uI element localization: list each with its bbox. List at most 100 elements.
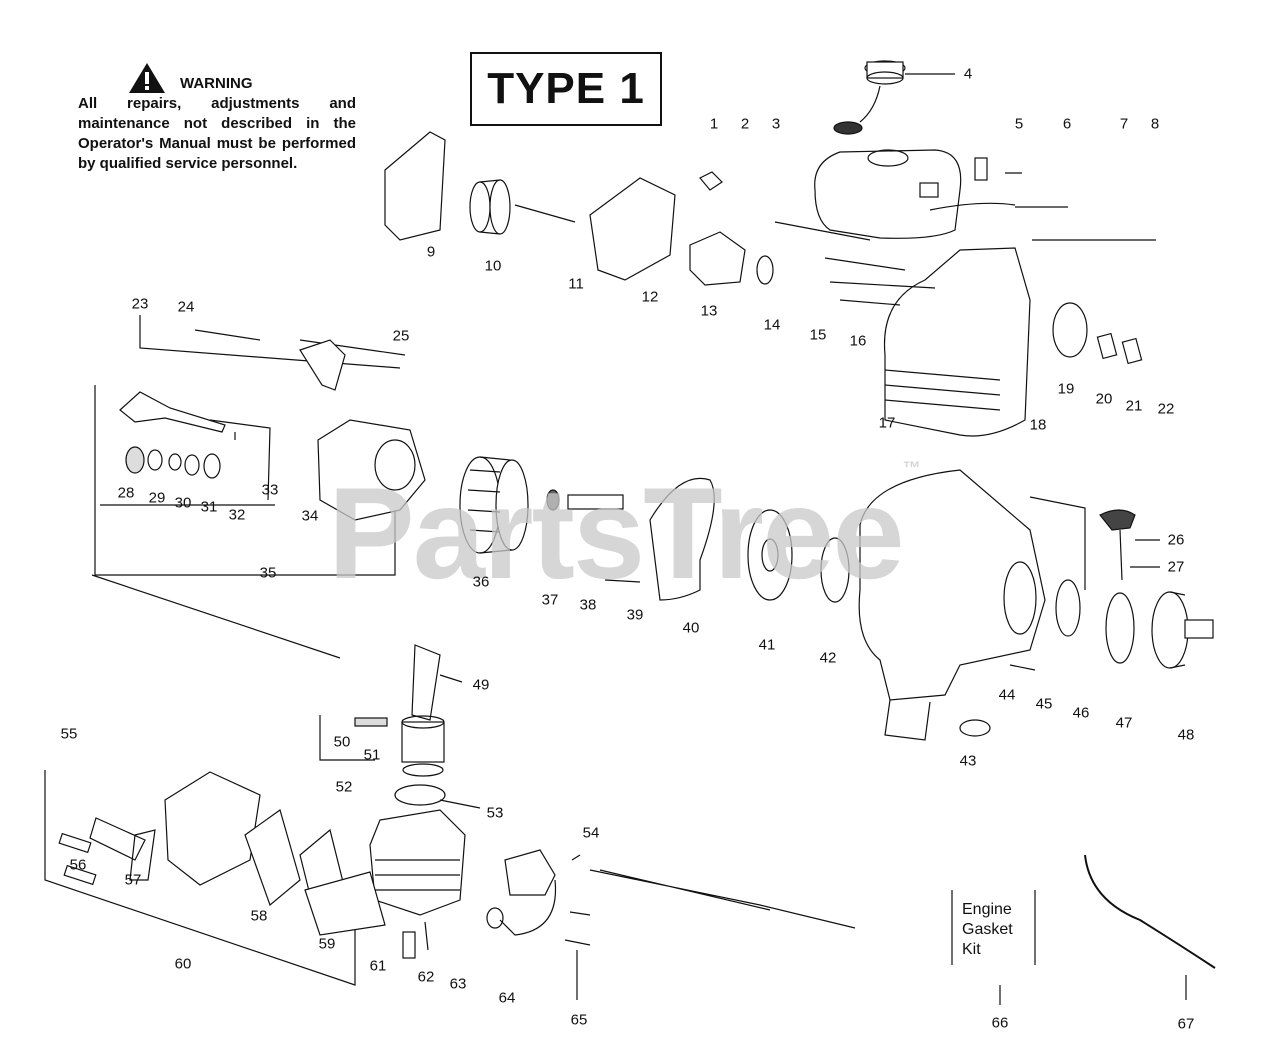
part-number: 2 [740, 115, 750, 133]
part-number: 40 [682, 619, 700, 637]
part-number: 34 [301, 507, 319, 525]
part-number: 18 [1029, 416, 1047, 434]
part-number: 24 [177, 298, 195, 316]
part-number: 64 [498, 989, 516, 1007]
cylinder-52-drawing [369, 809, 466, 916]
part-number: 42 [819, 649, 837, 667]
part-number: 17 [878, 414, 896, 432]
part-number: 31 [200, 498, 218, 516]
warning-text: All repairs, adjustments and maintenance… [78, 95, 356, 172]
crankcase-34-drawing [317, 419, 426, 521]
part-number: 30 [174, 494, 192, 512]
part-number: 63 [449, 975, 467, 993]
part-number: 43 [959, 752, 977, 770]
part-number: 11 [568, 275, 584, 293]
part-number: 54 [582, 824, 600, 842]
part-number: 41 [758, 636, 776, 654]
part-number: 33 [261, 481, 279, 499]
crankshaft-33-drawing [119, 391, 271, 501]
part-number: 50 [333, 733, 351, 751]
carburetor-13-drawing [689, 231, 746, 286]
part-number: 26 [1167, 531, 1185, 549]
plate-12-drawing [589, 177, 676, 281]
warning-block: WARNING All repairs, adjustments and mai… [78, 62, 356, 174]
part-number: 25 [392, 327, 410, 345]
watermark-text: PartsTree [328, 460, 905, 606]
engine-gasket-kit-label: Engine Gasket Kit [962, 900, 1013, 960]
part-number: 51 [363, 746, 381, 764]
bracket-25-drawing [299, 339, 346, 391]
connecting-rod-49-drawing [411, 644, 441, 721]
part-number: 58 [250, 907, 268, 925]
warning-triangle-icon [129, 63, 165, 93]
flywheel-36-drawing [459, 456, 529, 554]
part-number: 61 [369, 957, 387, 975]
part-number: 4 [963, 65, 973, 83]
part-number: 15 [809, 326, 827, 344]
part-number: 55 [60, 725, 78, 743]
fuel-cap-drawing [833, 60, 906, 135]
part-number: 45 [1035, 695, 1053, 713]
kit-label-line-2: Gasket [962, 921, 1013, 938]
bearings-28-32-drawing [125, 446, 221, 479]
shroud-40-drawing [649, 477, 715, 601]
part-number: 57 [124, 871, 142, 889]
trademark-mark: ™ [902, 458, 921, 478]
part-number: 23 [131, 295, 149, 313]
part-number: 9 [426, 243, 436, 261]
part-number: 49 [472, 676, 490, 694]
part-number: 66 [991, 1014, 1009, 1032]
part-number: 6 [1062, 115, 1072, 133]
part-number: 56 [69, 856, 87, 874]
part-number: 5 [1014, 115, 1024, 133]
part-number: 21 [1125, 397, 1143, 415]
part-number: 44 [998, 686, 1016, 704]
clutch-drum-48-drawing [1151, 591, 1214, 669]
part-number: 65 [570, 1011, 588, 1029]
cylinder-cover-18-drawing [883, 247, 1031, 437]
part-number: 32 [228, 506, 246, 524]
fuel-line-67-drawing [1084, 854, 1216, 969]
part-number: 19 [1057, 380, 1075, 398]
pulley-41-drawing [747, 509, 793, 601]
part-number: 39 [626, 606, 644, 624]
part-number: 52 [335, 778, 353, 796]
part-number: 10 [484, 257, 502, 275]
part-number: 1 [709, 115, 719, 133]
piston-51-drawing [354, 715, 445, 777]
part-number: 47 [1115, 714, 1133, 732]
bushing-10-drawing [469, 179, 511, 235]
housing-9-drawing [384, 131, 446, 241]
part-number: 20 [1095, 390, 1113, 408]
part-number: 60 [174, 955, 192, 973]
part-number: 53 [486, 804, 504, 822]
part-number: 22 [1157, 400, 1175, 418]
engine-housing-45-drawing [858, 469, 1046, 701]
part-number: 62 [417, 968, 435, 986]
fuel-tank-drawing [814, 149, 1016, 239]
part-number: 13 [700, 302, 718, 320]
part-number: 36 [472, 573, 490, 591]
part-number: 38 [579, 596, 597, 614]
warning-title: WARNING [180, 75, 253, 92]
part-number: 28 [117, 484, 135, 502]
type-label: TYPE 1 [470, 52, 662, 126]
ignition-module-64-drawing [486, 849, 557, 936]
part-number: 48 [1177, 726, 1195, 744]
watermark: PartsTree™ [328, 458, 921, 608]
part-number: 16 [849, 332, 867, 350]
part-number: 14 [763, 316, 781, 334]
part-number: 37 [541, 591, 559, 609]
part-number: 12 [641, 288, 659, 306]
kit-label-line-3: Kit [962, 941, 981, 958]
ratchet-42-drawing [820, 537, 850, 603]
part-number: 59 [318, 935, 336, 953]
part-number: 27 [1167, 558, 1185, 576]
part-number: 3 [771, 115, 781, 133]
part-number: 7 [1119, 115, 1129, 133]
muffler-60-drawing [58, 771, 261, 886]
part-number: 29 [148, 489, 166, 507]
part-number: 8 [1150, 115, 1160, 133]
kit-label-line-1: Engine [962, 901, 1012, 918]
